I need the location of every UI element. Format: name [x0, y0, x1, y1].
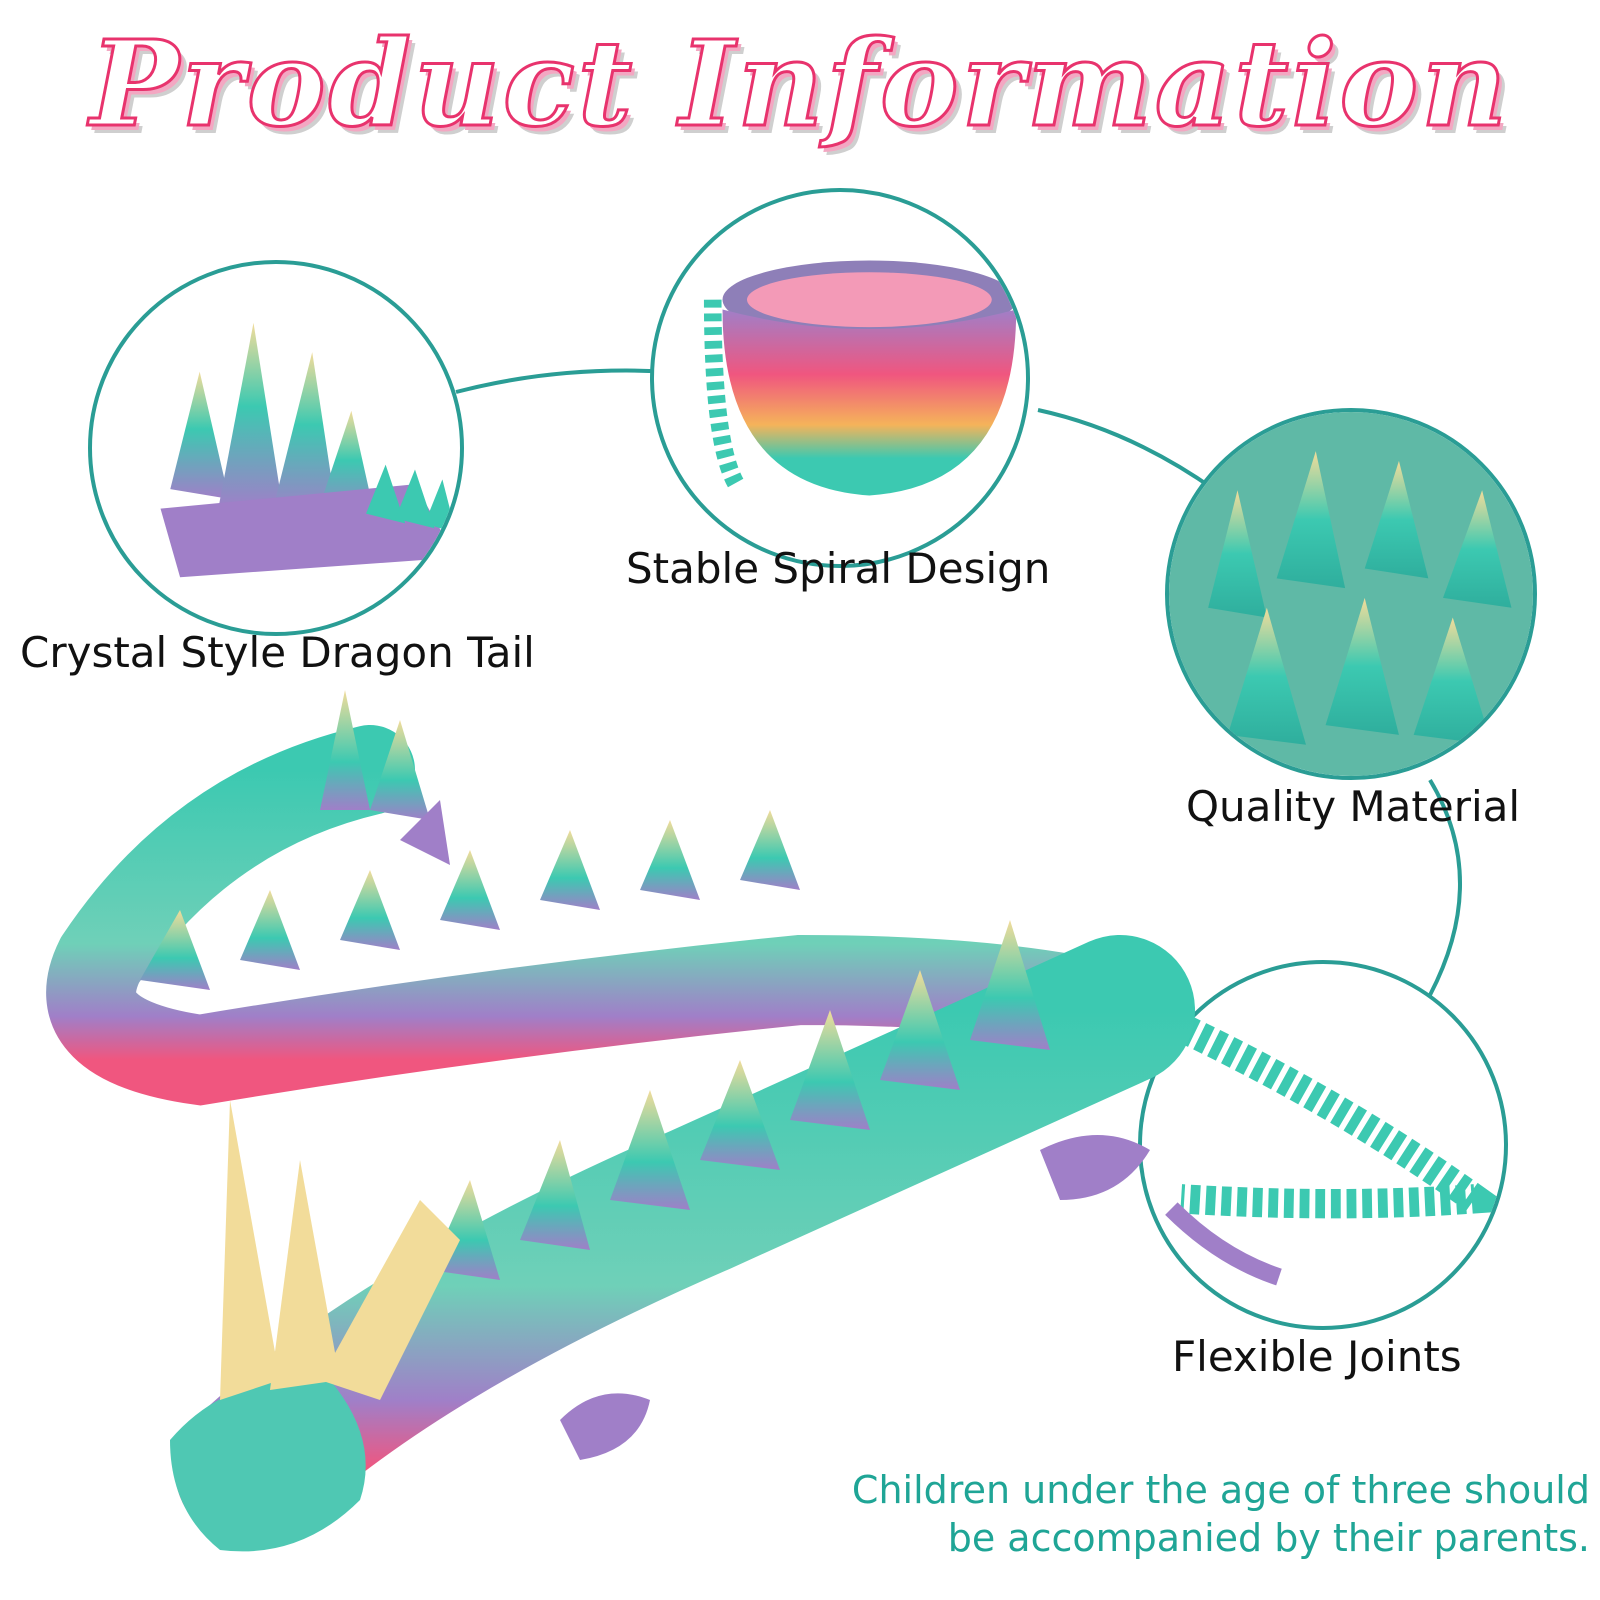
joints-closeup-circle — [1138, 960, 1508, 1330]
material-closeup-circle — [1165, 408, 1537, 780]
feature-label-spiral: Stable Spiral Design — [626, 544, 1051, 593]
age-warning-line-2: be accompanied by their parents. — [947, 1516, 1590, 1560]
dragon-product-image — [46, 690, 1195, 1552]
flexible-joints-image — [1165, 1009, 1504, 1286]
feature-label-joints: Flexible Joints — [1172, 1332, 1462, 1381]
tail-closeup-circle — [88, 260, 464, 636]
crystal-tail-image — [160, 322, 457, 578]
age-warning: Children under the age of three should b… — [800, 1466, 1590, 1562]
material-closeup-image — [1169, 412, 1533, 776]
feature-label-tail: Crystal Style Dragon Tail — [20, 628, 535, 677]
age-warning-line-1: Children under the age of three should — [851, 1468, 1590, 1512]
spiral-egg-image — [703, 260, 1017, 496]
page-title: Product Information — [88, 13, 1511, 155]
feature-label-material: Quality Material — [1186, 782, 1521, 831]
spiral-design-circle — [650, 188, 1030, 568]
